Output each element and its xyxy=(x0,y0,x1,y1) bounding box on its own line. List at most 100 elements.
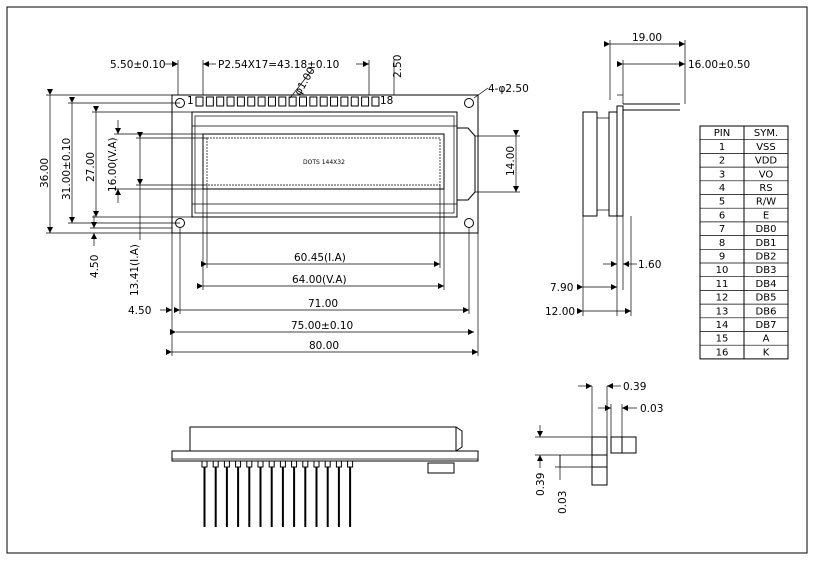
pin-number: 5 xyxy=(719,197,725,208)
pin-number: 2 xyxy=(719,156,725,167)
connector-pad xyxy=(299,96,307,107)
pin-number: 1 xyxy=(719,142,725,153)
pin-number: 12 xyxy=(716,293,729,304)
svg-text:36.00: 36.00 xyxy=(39,158,51,188)
pin-symbol: VSS xyxy=(756,142,776,153)
svg-text:16.00(V.A): 16.00(V.A) xyxy=(107,137,119,192)
pin-symbol: K xyxy=(763,347,770,358)
connector-pad xyxy=(350,96,359,107)
pin-shoulder xyxy=(201,460,208,468)
pin-symbol: E xyxy=(763,210,769,221)
pin-number: 4 xyxy=(719,183,725,194)
pin-symbol: DB1 xyxy=(756,238,777,249)
svg-text:71.00: 71.00 xyxy=(308,298,338,310)
svg-text:12.00: 12.00 xyxy=(545,306,575,318)
pin-symbol: DB0 xyxy=(756,224,777,235)
pin-symbol: A xyxy=(763,334,770,345)
connector-pad xyxy=(247,96,256,107)
pin-shoulder xyxy=(223,460,230,468)
lcd-label: DOTS 144X32 xyxy=(303,159,345,166)
pin-first-label: 1 xyxy=(187,95,194,107)
pin-symbol: DB4 xyxy=(756,279,777,290)
dim-hole: 4-φ2.50 xyxy=(488,83,529,95)
backlight-tab xyxy=(457,127,476,201)
connector-pad xyxy=(340,96,349,107)
svg-text:7.90: 7.90 xyxy=(550,282,573,294)
connector-pad xyxy=(309,96,318,107)
connector-pad xyxy=(288,96,297,107)
drawing-frame xyxy=(6,6,808,554)
pin-number: 6 xyxy=(719,210,725,221)
pin-last-label: 18 xyxy=(380,95,393,107)
side-view: 19.00 16.00±0.50 1.60 7.90 12.00 xyxy=(545,32,750,318)
connector-pad xyxy=(278,96,287,107)
svg-text:13.41(I.A): 13.41(I.A) xyxy=(129,244,141,296)
svg-text:16.00±0.50: 16.00±0.50 xyxy=(688,59,750,71)
pin-symbol: RS xyxy=(759,183,772,194)
connector-pad xyxy=(195,96,204,107)
pin-number: 14 xyxy=(716,320,729,331)
bottom-dimensions: 60.45(I.A) 64.00(V.A) 71.00 4.50 75.00±0… xyxy=(128,185,479,356)
front-view: DOTS 144X32 1 18 5.50±0.10 P2.54X17=43.1… xyxy=(39,55,529,356)
connector-pad xyxy=(205,96,214,107)
connector-pad xyxy=(330,96,339,107)
pin-number: 15 xyxy=(716,334,729,345)
pin-shoulder xyxy=(246,460,253,468)
connector-pad xyxy=(371,96,380,107)
svg-text:75.00±0.10: 75.00±0.10 xyxy=(291,320,353,332)
pin-shoulder xyxy=(235,460,242,468)
mounting-hole xyxy=(464,218,474,228)
pin-number: 16 xyxy=(716,347,729,358)
pin-number: 10 xyxy=(716,265,729,276)
right-dimension: 14.00 xyxy=(475,130,520,193)
pin-shoulder xyxy=(324,460,331,468)
pin-shoulder xyxy=(313,460,320,468)
pin-number: 3 xyxy=(719,169,725,180)
pin-symbol: R/W xyxy=(756,197,776,208)
connector-pad xyxy=(216,96,225,107)
pin-shoulder xyxy=(268,460,275,468)
pin-shoulder xyxy=(279,460,286,468)
pin-symbol: DB7 xyxy=(756,320,777,331)
pin-number: 8 xyxy=(719,238,725,249)
top-dimensions: 5.50±0.10 P2.54X17=43.18±0.10 2.50 φ1.00… xyxy=(110,55,529,99)
connector-pad xyxy=(361,96,370,107)
bottom-view-pins xyxy=(201,460,354,527)
svg-text:31.00±0.10: 31.00±0.10 xyxy=(61,138,73,200)
pin-number: 7 xyxy=(719,224,725,235)
svg-text:19.00: 19.00 xyxy=(632,32,662,44)
svg-text:1.60: 1.60 xyxy=(638,259,661,271)
pin-shoulder xyxy=(291,460,298,468)
connector-pad xyxy=(257,96,266,107)
pin-shoulder xyxy=(257,460,264,468)
pin-symbol: DB2 xyxy=(756,252,777,263)
pin-shoulder xyxy=(335,460,342,468)
svg-text:4.50: 4.50 xyxy=(128,305,151,317)
pin-detail: 0.39 0.03 0.39 0.03 xyxy=(535,381,663,514)
pin-shoulder xyxy=(347,460,354,468)
pin-symbol: VDD xyxy=(755,156,778,167)
pin-number: 11 xyxy=(716,279,729,290)
pcb-outline xyxy=(171,94,479,234)
svg-text:64.00(V.A): 64.00(V.A) xyxy=(292,274,347,286)
connector-pads xyxy=(195,96,380,107)
svg-text:0.03: 0.03 xyxy=(640,403,663,415)
pin-shoulder xyxy=(302,460,309,468)
svg-text:0.03: 0.03 xyxy=(557,491,569,514)
svg-text:14.00: 14.00 xyxy=(505,146,517,176)
svg-text:80.00: 80.00 xyxy=(309,340,339,352)
svg-text:0.39: 0.39 xyxy=(623,381,646,393)
pin-symbol: VO xyxy=(759,169,774,180)
svg-text:0.39: 0.39 xyxy=(535,473,547,496)
dim-pin-offset: 2.50 xyxy=(392,55,404,78)
connector-pad xyxy=(319,96,328,107)
svg-text:60.45(I.A): 60.45(I.A) xyxy=(294,252,346,264)
dim-pitch: P2.54X17=43.18±0.10 xyxy=(218,59,339,71)
bottom-view xyxy=(171,426,479,527)
pin-symbol: DB5 xyxy=(756,293,777,304)
pin-number: 9 xyxy=(719,252,725,263)
connector-pad xyxy=(236,96,245,107)
connector-pad xyxy=(267,96,276,107)
